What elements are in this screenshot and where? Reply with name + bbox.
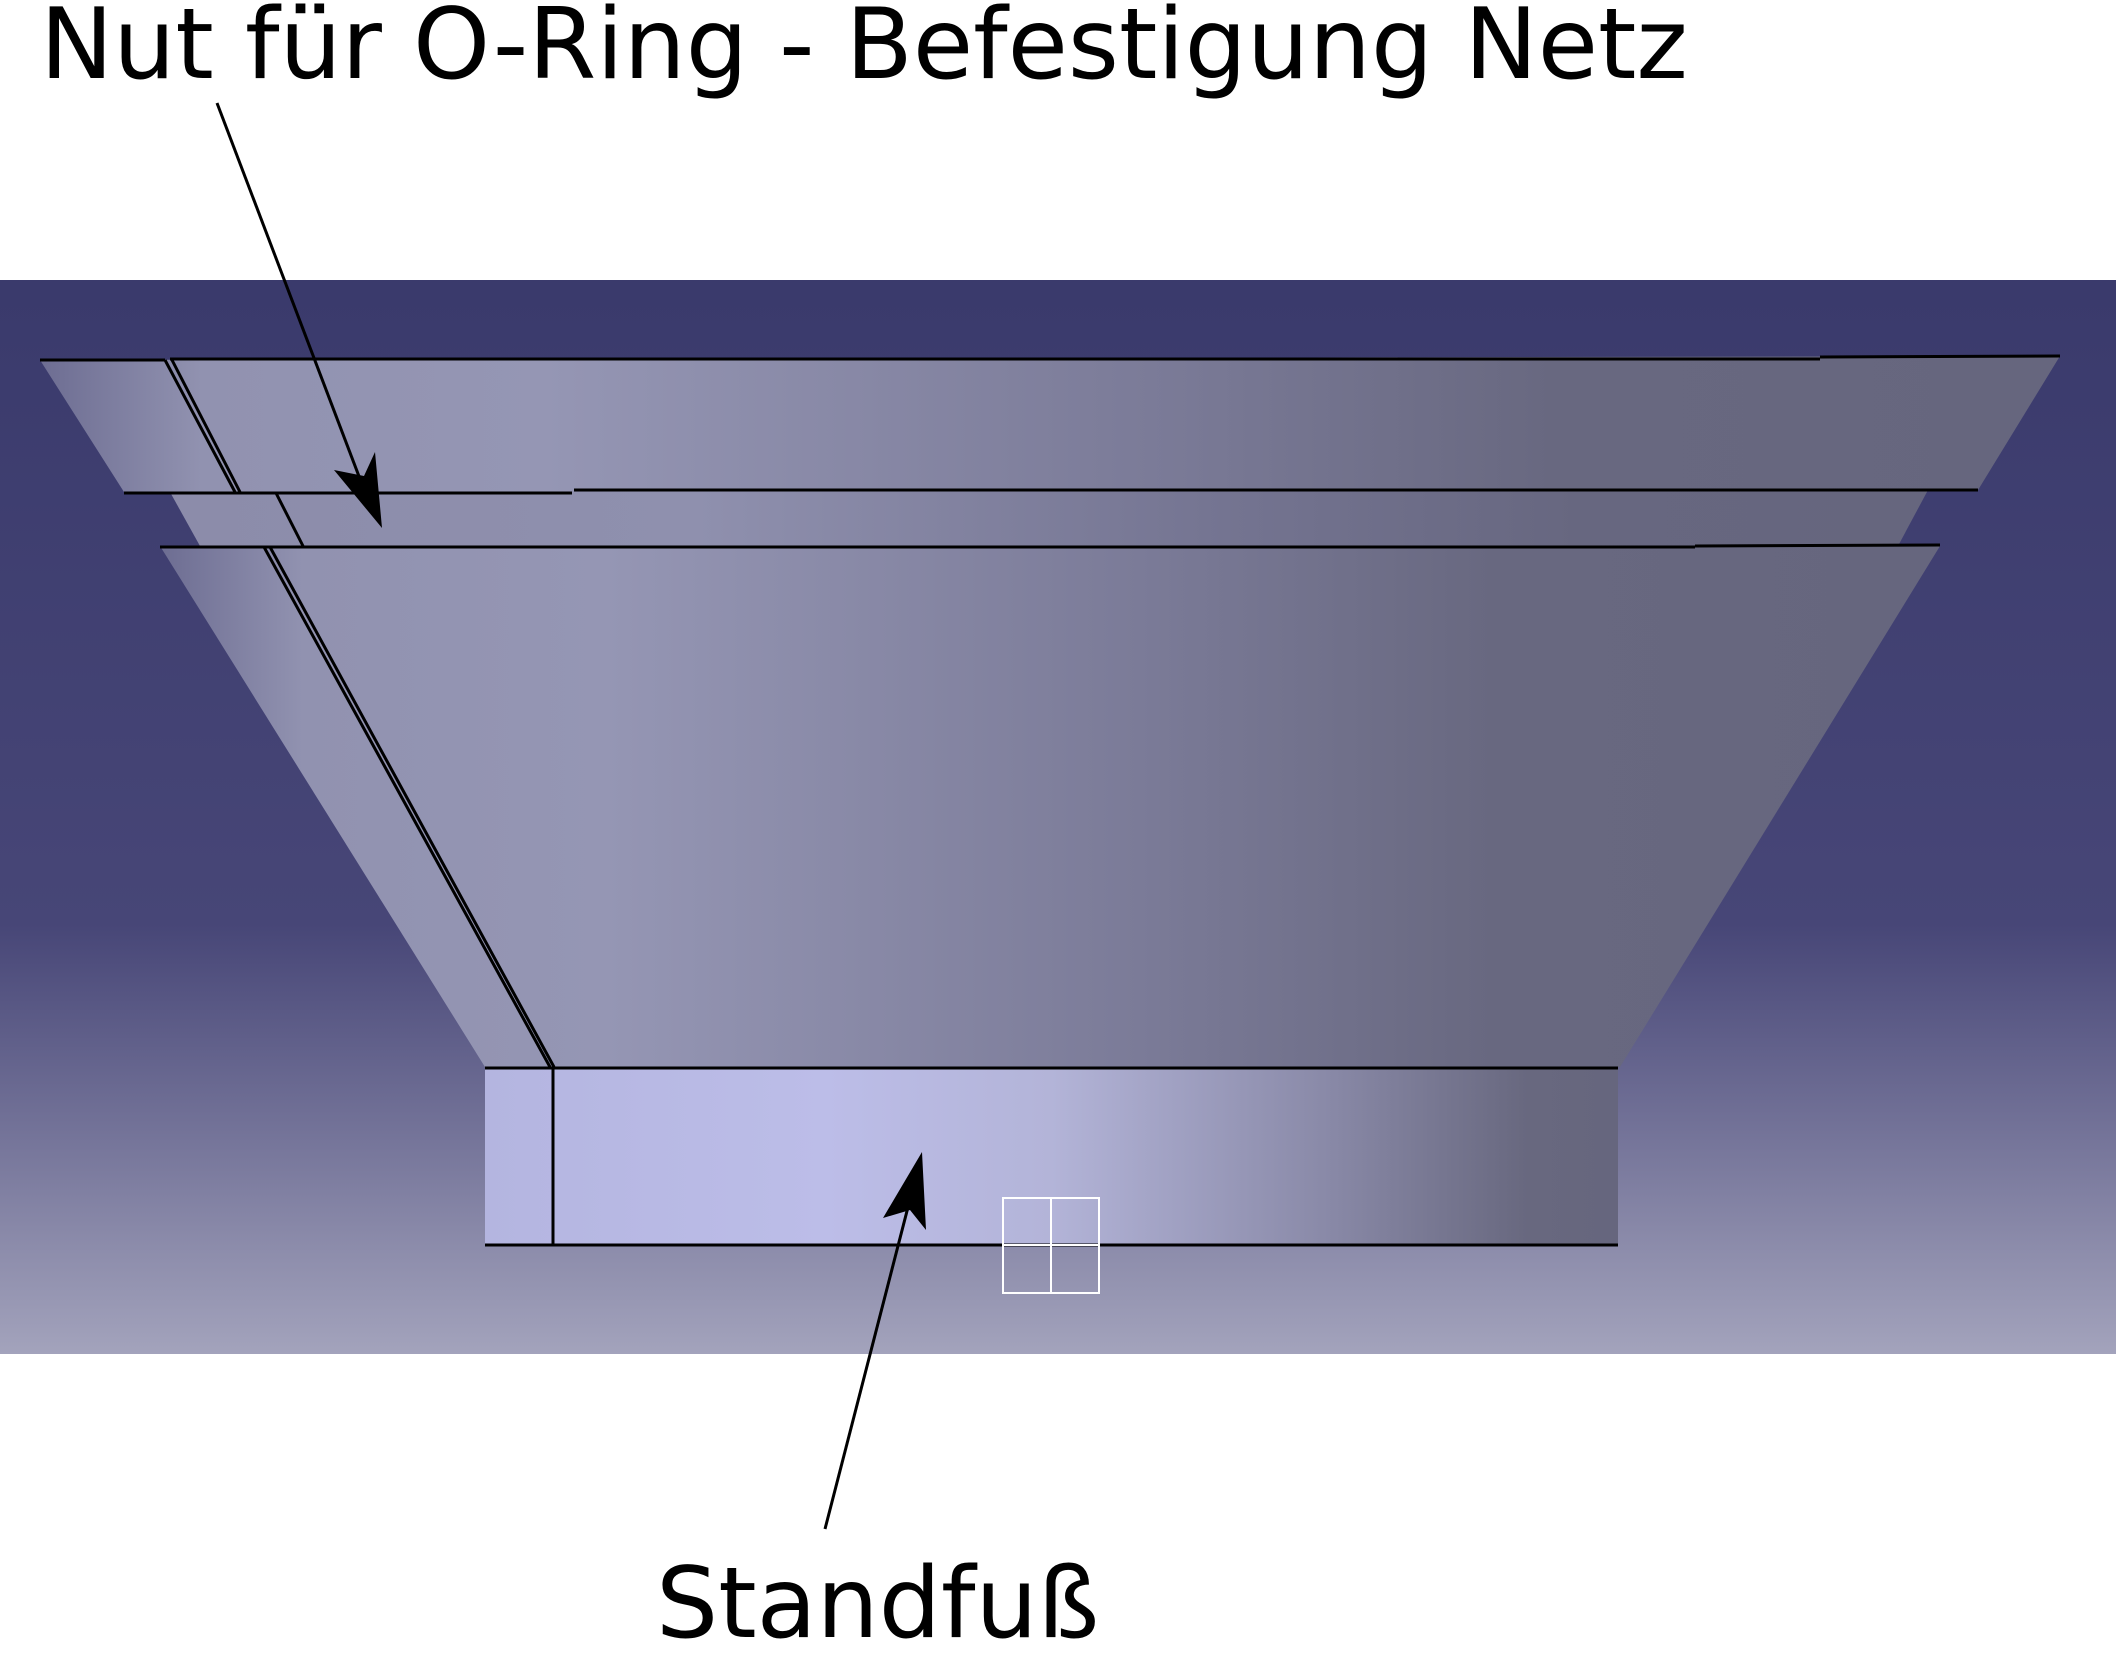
stand-callout-arrow <box>823 1152 926 1530</box>
groove-annotation-label: Nut für O-Ring - Befestigung Netz <box>40 0 1688 102</box>
groove-callout-arrow <box>215 102 382 528</box>
model-edges <box>40 354 2061 1247</box>
compass-cross-icon <box>1002 1197 1100 1294</box>
funnel-upper-face <box>40 356 2060 492</box>
o-ring-groove-band <box>170 490 1928 546</box>
funnel-main-body <box>160 546 1940 1067</box>
stand-annotation-label: Standfuß <box>656 1547 1100 1661</box>
